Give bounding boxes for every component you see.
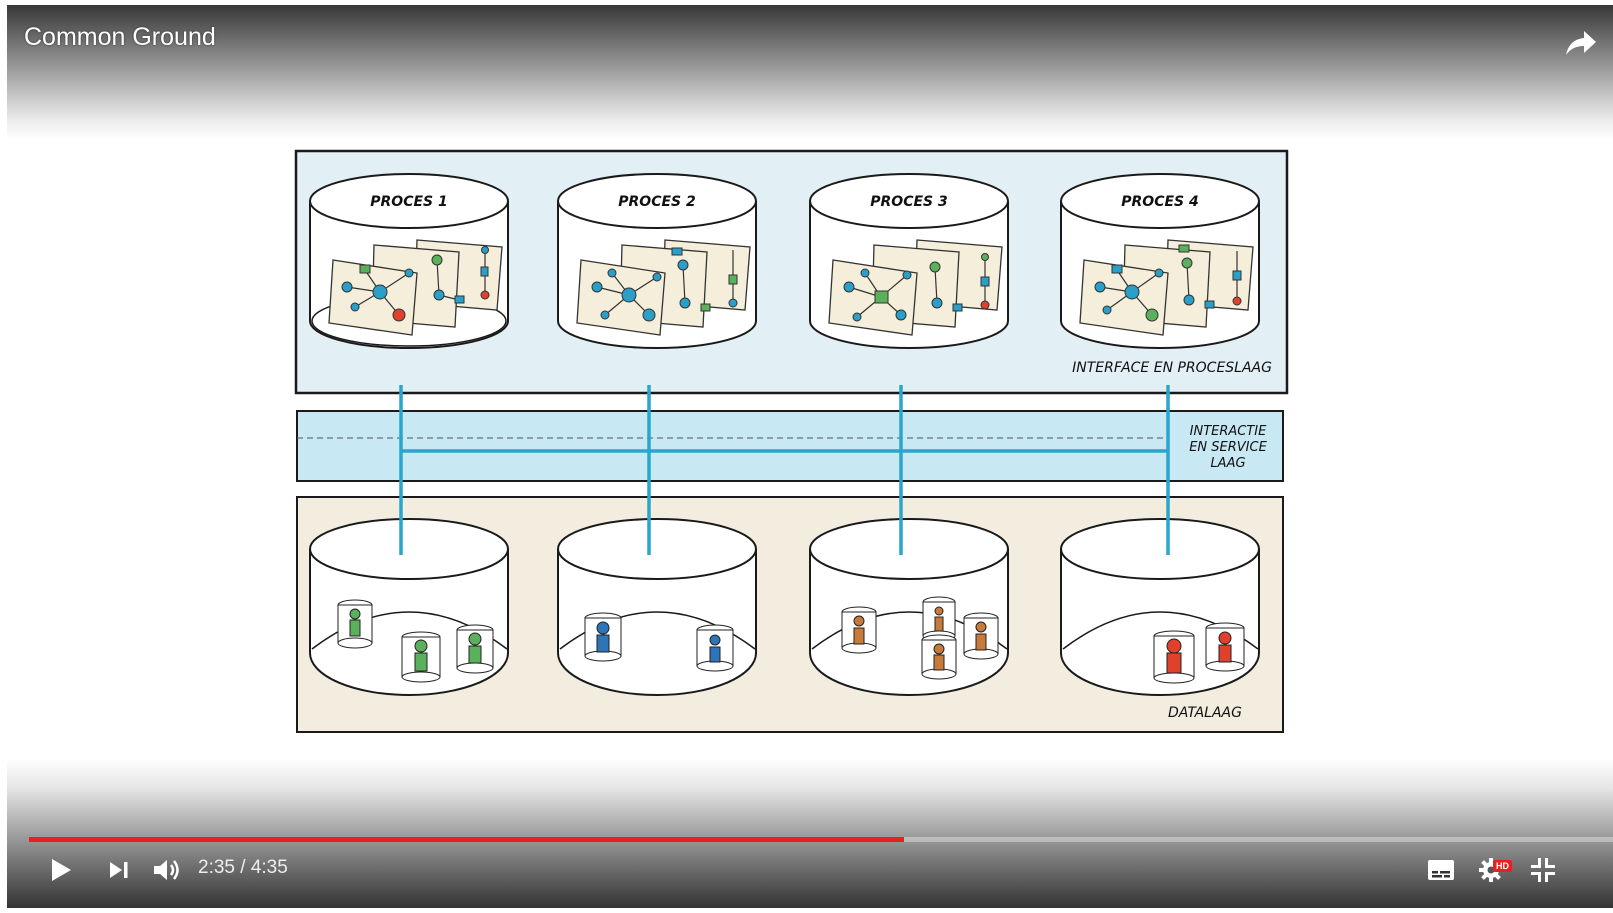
duration: 4:35 bbox=[250, 857, 288, 878]
service-layer bbox=[296, 410, 1284, 482]
exit-fullscreen-icon bbox=[1531, 858, 1555, 882]
progress-played bbox=[29, 837, 904, 842]
current-time: 2:35 bbox=[198, 857, 235, 878]
bottom-overlay bbox=[7, 758, 1613, 908]
process-cards-1 bbox=[328, 239, 503, 336]
subtitles-button[interactable] bbox=[1423, 850, 1459, 890]
video-frame-diagram: PROCES 1 PROCES 2 PROCES 3 PROCES 4 INTE… bbox=[294, 149, 1289, 733]
next-button[interactable] bbox=[101, 850, 137, 890]
process-cards-2 bbox=[576, 239, 751, 336]
share-button[interactable] bbox=[1563, 23, 1603, 63]
service-connectors bbox=[399, 385, 1170, 555]
process-label-2: PROCES 2 bbox=[618, 194, 695, 210]
video-title[interactable]: Common Ground bbox=[24, 23, 216, 51]
process-cards-4 bbox=[1079, 239, 1254, 336]
interface-layer-label: INTERFACE EN PROCESLAAG bbox=[1072, 360, 1272, 376]
time-display: 2:35 / 4:35 bbox=[198, 857, 288, 879]
service-layer-label-3: LAAG bbox=[1210, 456, 1245, 471]
data-items-2 bbox=[584, 612, 734, 672]
time-separator: / bbox=[240, 857, 246, 878]
volume-button[interactable] bbox=[147, 850, 187, 890]
share-icon bbox=[1566, 31, 1596, 55]
data-layer-label: DATALAAG bbox=[1168, 705, 1242, 721]
video-player[interactable]: PROCES 1 PROCES 2 PROCES 3 PROCES 4 INTE… bbox=[7, 5, 1613, 908]
data-cylinder-3 bbox=[809, 518, 1009, 696]
service-layer-label-2: EN SERVICE bbox=[1189, 440, 1267, 455]
exit-fullscreen-button[interactable] bbox=[1525, 850, 1561, 890]
play-button[interactable] bbox=[43, 850, 79, 890]
process-cards-3 bbox=[828, 239, 1003, 336]
progress-bar[interactable] bbox=[29, 837, 1613, 842]
top-overlay bbox=[7, 5, 1613, 140]
volume-icon bbox=[154, 860, 179, 880]
process-label-1: PROCES 1 bbox=[370, 194, 447, 210]
next-icon bbox=[110, 862, 128, 878]
subtitles-icon bbox=[1428, 860, 1454, 880]
process-label-4: PROCES 4 bbox=[1121, 194, 1198, 210]
hd-badge: HD bbox=[1493, 860, 1512, 872]
process-label-3: PROCES 3 bbox=[870, 194, 947, 210]
play-icon bbox=[52, 859, 71, 881]
data-items-4 bbox=[1153, 622, 1245, 684]
service-layer-label-1: INTERACTIE bbox=[1190, 424, 1267, 439]
data-items-3 bbox=[841, 596, 999, 680]
data-items-1 bbox=[337, 599, 494, 683]
